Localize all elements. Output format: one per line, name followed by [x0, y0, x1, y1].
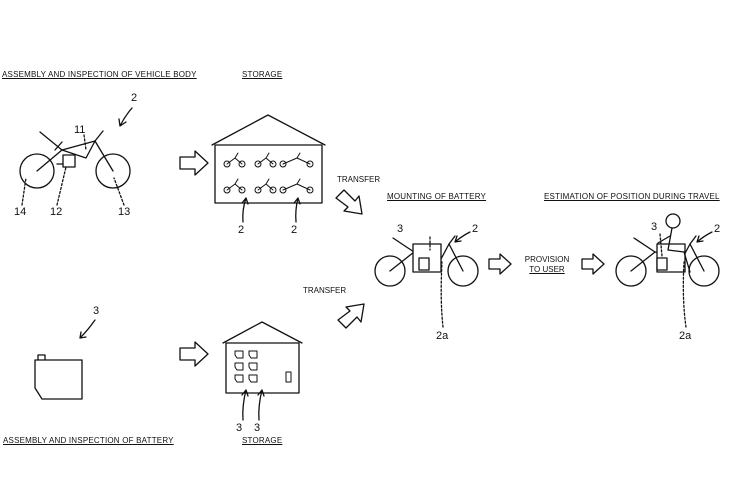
- arrow-to-vehicle-storage: [180, 151, 208, 175]
- leader-travel-battery: [660, 234, 662, 256]
- ref-mount-comm: 2a: [436, 330, 449, 342]
- caption-estimation: ESTIMATION OF POSITION DURING TRAVEL: [544, 192, 720, 201]
- arrow-to-travel: [582, 254, 604, 274]
- arrow-to-battery-storage: [180, 342, 208, 366]
- ref-travel-vehicle: 2: [714, 223, 721, 235]
- ref-frame: 11: [74, 124, 86, 136]
- ref-arrow-storage-vehicle-b: [294, 198, 300, 222]
- ref-storage-vehicle-a: 2: [238, 224, 245, 236]
- arrow-transfer-up: [338, 304, 364, 328]
- ref-rear-wheel: 14: [14, 206, 27, 218]
- ref-storage-battery-b: 3: [254, 422, 261, 434]
- leader-front-wheel: [114, 178, 124, 205]
- ref-arrow-storage-vehicle-a: [242, 198, 248, 222]
- ref-arrow-storage-battery-a: [242, 390, 248, 420]
- ref-mount-vehicle: 2: [472, 223, 479, 235]
- ref-arrow-battery: [80, 320, 95, 338]
- caption-storage-top: STORAGE: [242, 70, 283, 79]
- mounting-motorcycle-drawing: [375, 236, 478, 286]
- ref-front-wheel: 13: [118, 206, 131, 218]
- ref-vehicle: 2: [131, 92, 138, 104]
- transfer-label-top: TRANSFER: [337, 175, 381, 184]
- leader-frame: [84, 135, 86, 150]
- provision-line2: TO USER: [529, 265, 565, 274]
- travel-motorcycle-drawing: [616, 214, 719, 286]
- transfer-label-bottom: TRANSFER: [303, 286, 347, 295]
- battery-drawing: [35, 355, 82, 399]
- ref-travel-battery: 3: [651, 221, 658, 233]
- ref-arrow-storage-battery-b: [258, 390, 264, 420]
- ref-battery: 3: [93, 305, 100, 317]
- ref-storage-vehicle-b: 2: [291, 224, 298, 236]
- leader-controller: [57, 167, 66, 205]
- ref-mount-battery: 3: [397, 223, 404, 235]
- motorcycle-drawing: [20, 131, 130, 188]
- leader-travel-comm: [683, 262, 686, 327]
- provision-label: PROVISION TO USER: [515, 255, 579, 275]
- arrow-provision: [489, 254, 511, 274]
- ref-storage-battery-a: 3: [236, 422, 243, 434]
- ref-arrow-mount-vehicle: [455, 232, 470, 242]
- vehicle-storage-house: [212, 115, 325, 203]
- ref-arrow-vehicle: [119, 108, 132, 126]
- caption-mounting: MOUNTING OF BATTERY: [387, 192, 487, 201]
- caption-battery-assembly: ASSEMBLY AND INSPECTION OF BATTERY: [3, 436, 174, 445]
- ref-arrow-travel-vehicle: [697, 232, 712, 242]
- leader-mount-comm: [441, 262, 443, 327]
- ref-travel-comm: 2a: [679, 330, 692, 342]
- battery-storage-house: [223, 322, 302, 393]
- arrow-transfer-down: [336, 190, 362, 214]
- caption-vehicle-assembly: ASSEMBLY AND INSPECTION OF VEHICLE BODY: [2, 70, 197, 79]
- ref-controller: 12: [50, 206, 63, 218]
- provision-line1: PROVISION: [524, 255, 570, 264]
- leader-rear-wheel: [22, 178, 26, 205]
- caption-storage-bottom: STORAGE: [242, 436, 283, 445]
